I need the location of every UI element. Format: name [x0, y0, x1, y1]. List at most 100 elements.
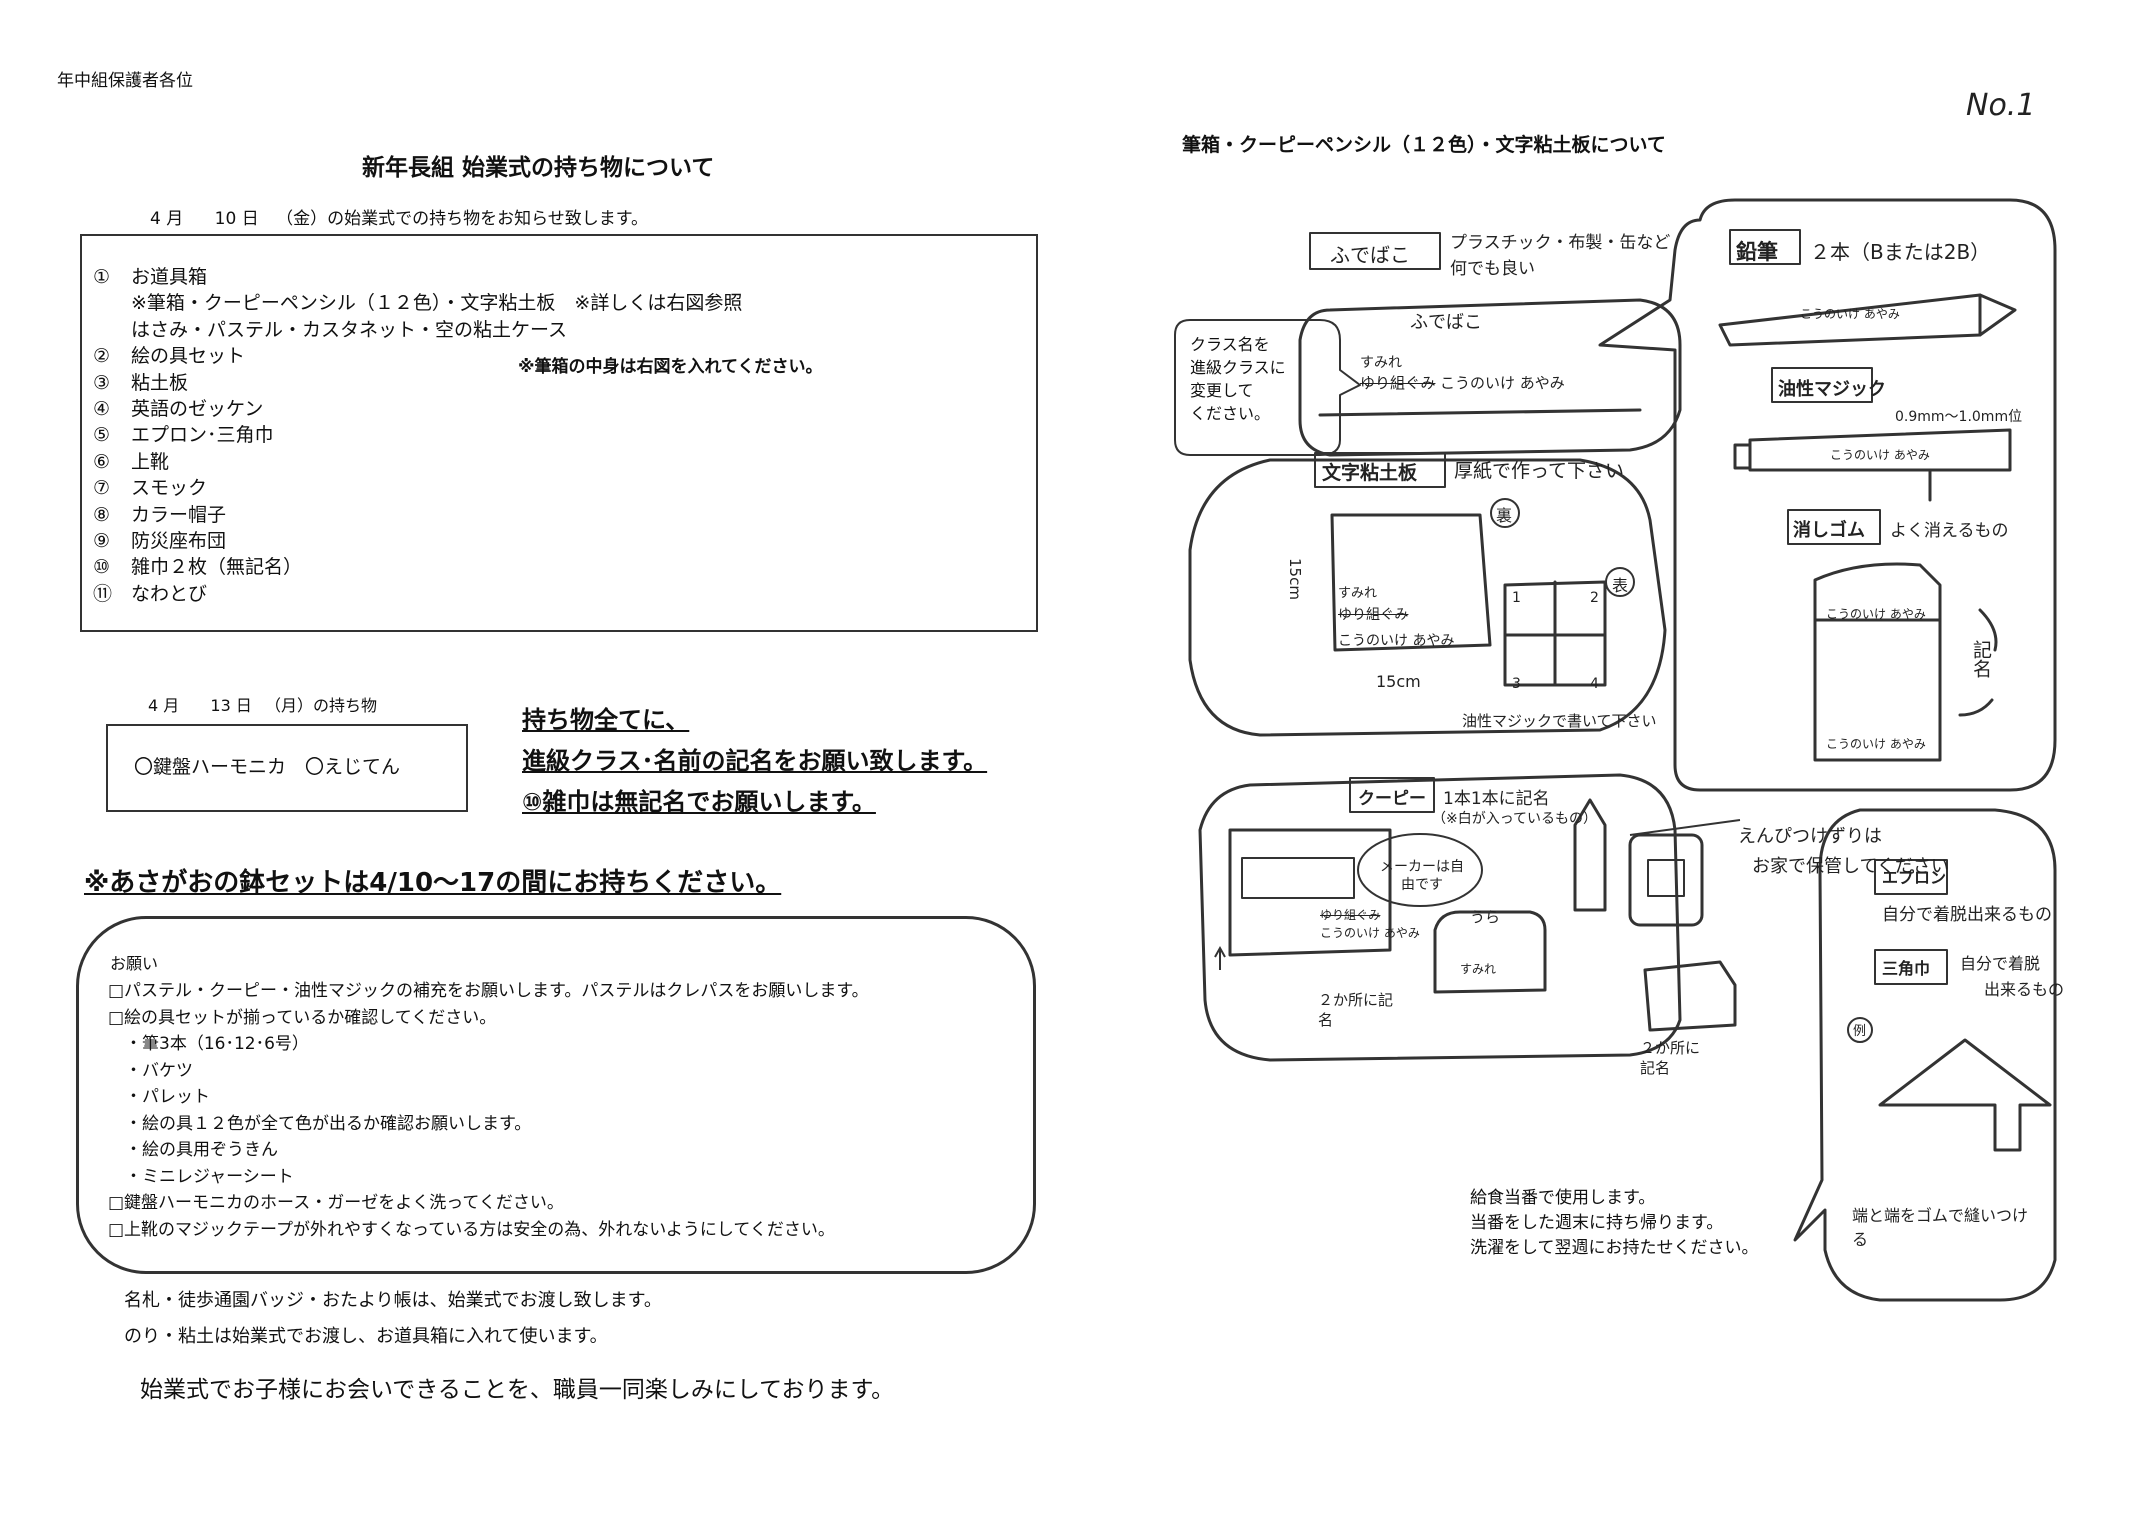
- coupy-bubble: [1198, 773, 1682, 1062]
- fudebako-desc: プラスチック・布製・缶など: [1450, 233, 1671, 253]
- request-list: □パステル・クーピー・油性マジックの補充をお願いします。パステルはクレパスをお願…: [108, 978, 869, 1243]
- weekday: （金）: [276, 209, 328, 229]
- list-item: はさみ・パステル・カスタネット・空の粘土ケース: [131, 318, 568, 341]
- day: 10: [214, 209, 237, 229]
- sankaku-example: 例: [1853, 1024, 1867, 1039]
- board-note: 油性マジックで書いて下さい: [1462, 712, 1657, 730]
- month-unit: 月: [166, 209, 184, 229]
- coupy-label-box: [1349, 777, 1435, 813]
- sankaku-label-box: [1874, 949, 1948, 985]
- date-line-2: 4 月 13 日 （月）の持ち物: [148, 696, 377, 715]
- board-desc: 厚紙で作って下さい: [1454, 460, 1625, 482]
- pencil-label-box: [1729, 229, 1801, 265]
- fudebako-label-box: [1309, 232, 1441, 270]
- board-size-h: 15cm: [1286, 558, 1304, 600]
- coupy-name-new: こうのいけ あやみ: [1320, 926, 1420, 940]
- coupy-case-drawing: [1228, 828, 1392, 957]
- coupy-ura: うら: [1470, 908, 1501, 926]
- fudebako-box-text: ふでばこ: [1410, 312, 1482, 333]
- asagao-notice: ※あさがおの鉢セットは4/10〜17の間にお持ちください。: [84, 868, 782, 898]
- list-item: □上靴のマジックテープが外れやすくなっている方は安全の為、外れないようにしてくだ…: [108, 1219, 835, 1240]
- callout-bubble: [1174, 319, 1361, 456]
- notice: 持ち物全てに、 進級クラス･名前の記名をお願い致します。 ⑩雑巾は無記名でお願い…: [522, 700, 987, 823]
- notice-line: 持ち物全てに、: [522, 706, 690, 734]
- apron-label: エプロン: [1882, 868, 1947, 887]
- list-item: ・筆3本（16･12･6号）: [108, 1034, 309, 1054]
- request-box: [76, 916, 1036, 1274]
- apron-desc: 自分で着脱出来るもの: [1882, 905, 2052, 925]
- list-item: ※筆箱・クーピーペンシル（１２色）・文字粘土板 ※詳しくは右図参照: [131, 292, 743, 315]
- sharpener-note: お家で保管してください: [1752, 856, 1949, 877]
- closing-line: 始業式でお子様にお会いできることを、職員一同楽しみにしております。: [140, 1377, 895, 1403]
- maker-note: メーカーは自由です: [1380, 859, 1464, 893]
- footer-line: のり・粘土は始業式でお渡し、お道具箱に入れて使います。: [124, 1326, 608, 1347]
- page-title: 新年長組 始業式の持ち物について: [362, 155, 715, 181]
- board-label-box: [1314, 452, 1446, 488]
- marker-label: 油性マジック: [1778, 379, 1886, 400]
- board-front-drawing: [1503, 580, 1607, 687]
- date-line: 4 月 10 日 （金）の始業式での持ち物をお知らせ致します。: [150, 204, 648, 229]
- board-name-new: こうのいけ あやみ: [1338, 633, 1455, 649]
- pencil-desc: ２本（Bまたは2B）: [1810, 240, 1991, 264]
- board-name-class: すみれ: [1338, 586, 1378, 601]
- marker-label-box: [1771, 367, 1873, 403]
- notice-line: ⑩雑巾は無記名でお願いします。: [522, 788, 876, 816]
- apron-bubble: [1793, 808, 2057, 1302]
- marker-name: こうのいけ あやみ: [1830, 448, 1930, 462]
- eraser-label-box: [1787, 509, 1881, 545]
- sharpener-drawing: [1628, 833, 1704, 927]
- board-bubble: [1188, 458, 1667, 737]
- board-back-label: 裏: [1496, 506, 1513, 525]
- sankaku-desc: 出来るもの: [1984, 980, 2065, 999]
- eraser-name: こうのいけ あやみ: [1826, 607, 1926, 621]
- board-label: 文字粘土板: [1322, 462, 1418, 484]
- month: 4: [150, 209, 161, 229]
- two-places: ２か所に記名: [1318, 991, 1394, 1029]
- date-text: の始業式での持ち物をお知らせ致します。: [327, 209, 649, 229]
- paintset-note: ※筆箱の中身は右図を入れてください。: [518, 357, 823, 377]
- illustration: [1174, 198, 2057, 1302]
- monday-items: 〇鍵盤ハーモニカ 〇えじてん: [134, 756, 401, 778]
- board-cell: 1: [1512, 590, 1521, 606]
- name-new: こうのいけ あやみ: [1440, 374, 1565, 392]
- coupy-back-name: すみれ: [1460, 962, 1497, 976]
- callout-text: クラス名を 進級クラスに 変更して ください。: [1190, 335, 1286, 423]
- crayon-drawing: [1573, 798, 1607, 912]
- coupy-name-old: ゆり組ぐみ: [1320, 908, 1381, 922]
- items-box: [80, 234, 1038, 632]
- eraser-name: こうのいけ あやみ: [1826, 737, 1926, 751]
- kyushoku-note: 給食当番で使用します。 当番をした週末に持ち帰ります。 洗濯をして翌週にお持たせ…: [1470, 1188, 1759, 1258]
- board-size-w: 15cm: [1376, 672, 1421, 691]
- coupy-label: クーピー: [1358, 789, 1426, 809]
- pencil-bubble: [1598, 198, 2057, 792]
- monday-box: [106, 724, 468, 812]
- eraser-label: 消しゴム: [1793, 520, 1865, 541]
- board-name-old: ゆり組ぐみ: [1338, 607, 1409, 623]
- list-item: ・バケツ: [108, 1060, 193, 1081]
- sankaku-note: 端と端をゴムで縫いつける: [1852, 1206, 2029, 1249]
- coupy-note: （※白が入っているもの）: [1432, 811, 1598, 827]
- eraser-arrow-label: 記名: [1970, 640, 1992, 678]
- eraser-drawing: [1813, 562, 1942, 762]
- fudebako-drawing: [1298, 298, 1682, 457]
- list-item: □鍵盤ハーモニカのホース・ガーゼをよく洗ってください。: [108, 1193, 564, 1213]
- apron-label-box: [1874, 859, 1948, 895]
- right-title: 筆箱・クーピーペンシル（１２色）・文字粘土板について: [1182, 134, 1666, 156]
- list-item: ・ミニレジャーシート: [108, 1166, 294, 1187]
- coupy-back-drawing: [1433, 910, 1547, 994]
- fudebako-desc: 何でも良い: [1450, 259, 1535, 279]
- fudebako-label: ふでばこ: [1330, 243, 1410, 267]
- addressee: 年中組保護者各位: [57, 71, 193, 91]
- board-cell: 2: [1590, 590, 1599, 606]
- footer-line: 名札・徒歩通園バッジ・おたより帳は、始業式でお渡し致します。: [124, 1290, 662, 1311]
